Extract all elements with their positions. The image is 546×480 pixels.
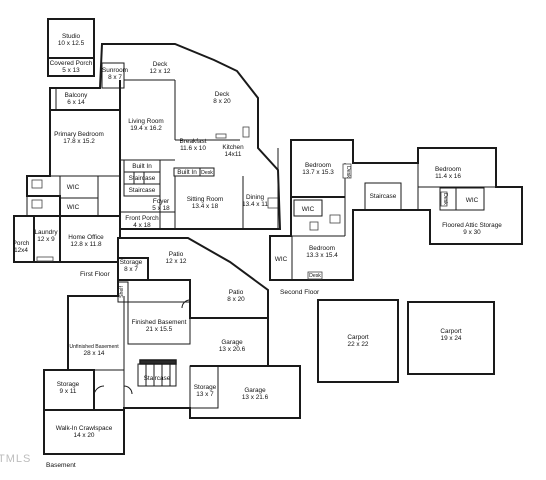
dim-bedroom-b: 11.4 x 16	[435, 173, 461, 180]
room-front-porch: Front Porch	[125, 215, 159, 222]
room-deck-top: Deck	[153, 61, 168, 68]
floor-label-second: Second Floor	[280, 289, 320, 296]
room-desk-c: Desk	[309, 273, 321, 279]
dim-sitting: 13.4 x 18	[192, 203, 219, 210]
room-storage-1: Storage	[120, 259, 143, 266]
room-bedroom-a: Bedroom	[305, 162, 331, 169]
room-covered-porch: Covered Porch	[50, 60, 93, 67]
room-garage-1: Garage	[221, 339, 243, 346]
dim-breakfast: 11.6 x 10	[180, 145, 206, 152]
room-breakfast: Breakfast	[180, 138, 207, 145]
room-wic-2: WIC	[67, 204, 80, 211]
room-attic: Floored Attic Storage	[442, 222, 502, 229]
room-staircase-b: Staircase	[144, 375, 171, 382]
carport-1	[317, 299, 399, 383]
dim-unfinished-basement: 28 x 14	[84, 350, 105, 357]
dim-carport-2: 19 x 24	[441, 335, 462, 342]
room-shelf: Shelf	[119, 286, 125, 298]
room-foyer: Foyer	[153, 198, 170, 205]
floor-label-first: First Floor	[80, 271, 110, 278]
room-built-in-1: Built In	[132, 163, 152, 170]
room-wic-b: WIC	[275, 256, 288, 263]
room-primary-bedroom: Primary Bedroom	[54, 131, 104, 138]
room-studio: Studio	[62, 33, 81, 40]
dim-primary-bedroom: 17.8 x 15.2	[63, 138, 95, 145]
room-porch: Porch	[13, 240, 30, 247]
dim-garage-2: 13 x 21.6	[242, 394, 269, 401]
carport-2	[407, 301, 495, 375]
dim-finished-basement: 21 x 15.5	[146, 326, 173, 333]
second-floor	[269, 139, 523, 281]
dim-balcony: 6 x 14	[67, 99, 85, 106]
dim-porch: 12x4	[14, 247, 28, 254]
dim-storage-3: 9 x 11	[60, 388, 77, 395]
room-wic-1: WIC	[67, 184, 80, 191]
carports	[317, 299, 495, 383]
room-kitchen: Kitchen	[222, 144, 244, 151]
dim-laundry: 12 x 9	[37, 236, 55, 243]
dim-kitchen: 14x11	[225, 151, 242, 158]
dim-patio-1: 12 x 12	[166, 258, 187, 265]
dim-front-porch: 4 x 18	[133, 222, 151, 229]
room-storage-3: Storage	[57, 381, 80, 388]
floor-label-basement: Basement	[46, 462, 76, 469]
dim-sunroom: 8 x 7	[108, 74, 122, 81]
studio-outline	[47, 18, 95, 77]
dim-carport-1: 22 x 22	[348, 341, 369, 348]
first-floor	[13, 18, 282, 263]
dim-attic: 9 x 30	[463, 229, 481, 236]
room-carport-2: Carport	[440, 328, 462, 335]
basement	[43, 237, 301, 455]
dim-deck-right: 8 x 20	[213, 98, 231, 105]
room-sitting: Sitting Room	[187, 196, 224, 203]
room-finished-basement: Finished Basement	[132, 319, 187, 326]
room-desk-b: Desk	[442, 193, 448, 205]
room-desk-1: Desk	[201, 170, 213, 176]
dim-bedroom-c: 13.3 x 15.4	[306, 252, 338, 259]
dim-foyer: 5 x 18	[152, 205, 170, 212]
room-bedroom-c: Bedroom	[309, 245, 335, 252]
room-deck-right: Deck	[215, 91, 230, 98]
room-crawlspace: Walk-In Crawlspace	[56, 425, 113, 432]
dim-studio: 10 x 12.5	[58, 40, 85, 47]
dim-dining: 13.4 x 11	[242, 201, 268, 208]
room-desk-a: Desk	[345, 166, 351, 178]
dim-deck-top: 12 x 12	[150, 68, 171, 75]
dim-storage-1: 8 x 7	[124, 266, 138, 273]
dim-crawlspace: 14 x 20	[74, 432, 95, 439]
dim-bedroom-a: 13.7 x 15.3	[302, 169, 334, 176]
room-built-in-2: Built In	[177, 169, 197, 176]
room-living: Living Room	[128, 118, 164, 125]
room-patio-2: Patio	[229, 289, 244, 296]
room-wic-c: WIC	[466, 197, 479, 204]
dim-garage-1: 13 x 20.6	[219, 346, 246, 353]
room-patio-1: Patio	[169, 251, 184, 258]
watermark: TMLS	[0, 453, 31, 465]
room-garage-2: Garage	[244, 387, 266, 394]
room-storage-2: Storage	[194, 384, 217, 391]
room-carport-1: Carport	[347, 334, 369, 341]
room-sunroom: Sunroom	[102, 67, 128, 74]
dim-living: 19.4 x 16.2	[130, 125, 162, 132]
room-balcony: Balcony	[65, 92, 89, 99]
room-home-office: Home Office	[68, 234, 104, 241]
room-wic-a: WIC	[302, 206, 315, 213]
room-staircase-2: Staircase	[129, 187, 156, 194]
dim-patio-2: 8 x 20	[227, 296, 245, 303]
room-dining: Dining	[246, 194, 265, 201]
room-staircase-1: Staircase	[129, 175, 156, 182]
room-laundry: Laundry	[34, 229, 58, 236]
dim-covered-porch: 5 x 13	[62, 67, 80, 74]
dim-home-office: 12.8 x 11.8	[70, 241, 102, 248]
room-bedroom-b: Bedroom	[435, 166, 461, 173]
room-unfinished-basement: Unfinished Basement	[69, 344, 119, 350]
room-staircase-up: Staircase	[370, 193, 397, 200]
dim-storage-2: 13 x 7	[196, 391, 214, 398]
